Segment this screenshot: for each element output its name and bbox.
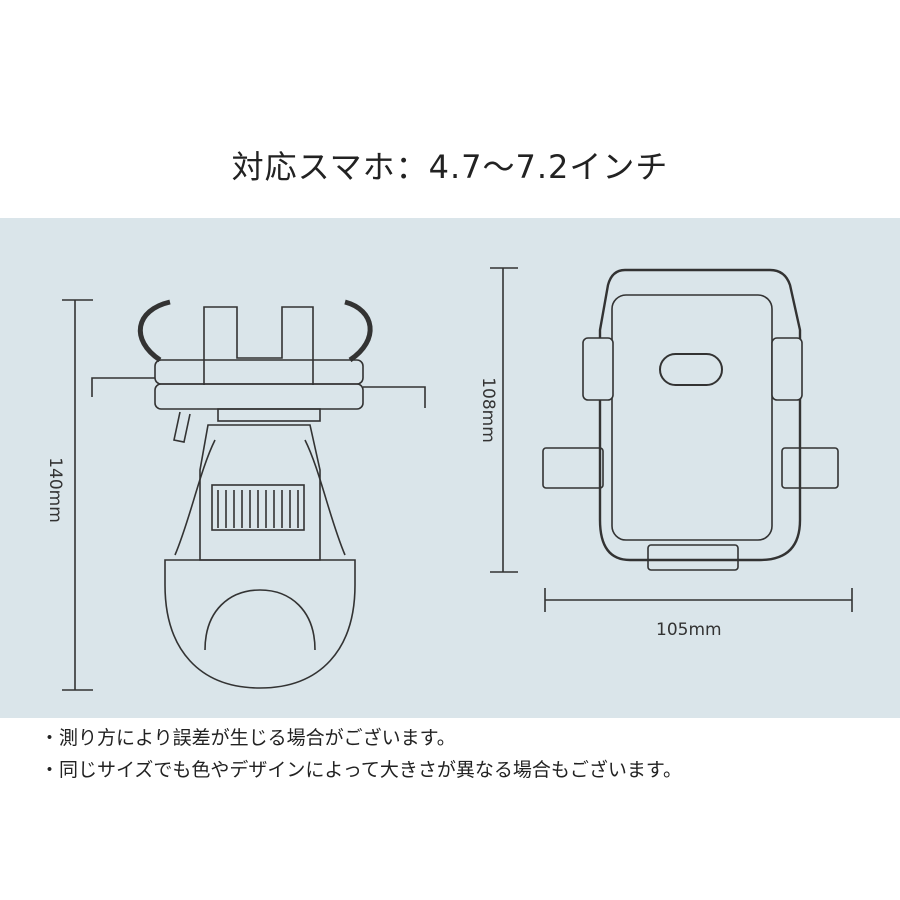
note-item: ・測り方により誤差が生じる場合がございます。 [40,727,456,749]
diagram-panel [0,218,900,718]
side-view-drawing [62,299,426,691]
front-view-drawing [490,267,853,612]
height-label-front: 108mm [477,377,498,443]
page-title: 対応スマホ：4.7〜7.2インチ [231,148,669,186]
height-label-side: 140mm [44,457,65,523]
width-label-front: 105mm [656,620,722,640]
notes: ・測り方により誤差が生じる場合がございます。 ・同じサイズでも色やデザインによっ… [40,722,682,786]
note-item: ・同じサイズでも色やデザインによって大きさが異なる場合もございます。 [40,759,683,781]
